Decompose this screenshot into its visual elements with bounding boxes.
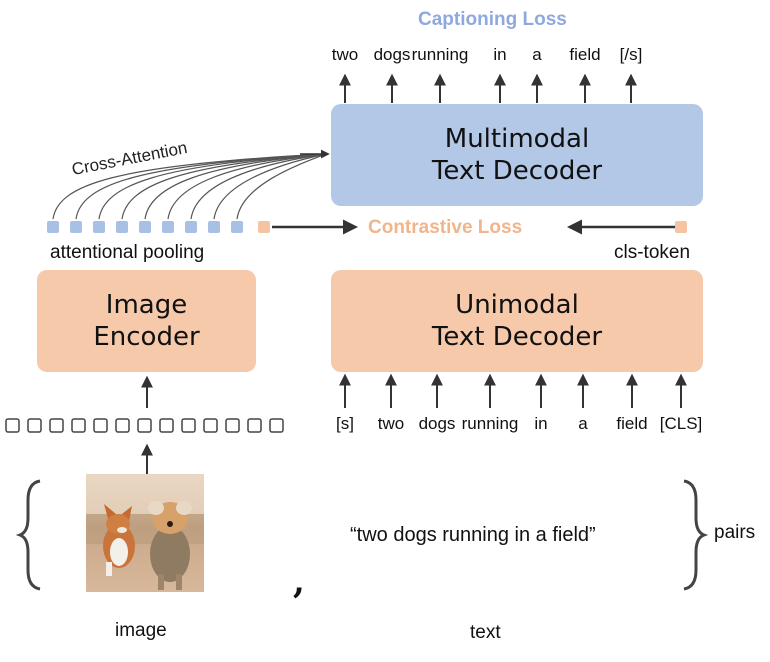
unimodal-decoder-line1: Unimodal — [455, 289, 579, 320]
left-brace — [15, 479, 41, 591]
output-token: field — [569, 45, 601, 64]
pooled-token — [162, 221, 174, 233]
pooled-token — [70, 221, 82, 233]
output-token: a — [532, 45, 542, 64]
output-token: in — [493, 45, 507, 64]
input-token: [CLS] — [659, 414, 703, 433]
right-brace — [683, 479, 709, 591]
image-patch-tokens — [5, 418, 284, 433]
cross-attention-curves — [52, 149, 330, 220]
cross-attention-curve — [190, 153, 327, 220]
output-token: [/s] — [619, 45, 643, 64]
captioning-loss-label: Captioning Loss — [418, 9, 567, 30]
cross-attention-curve — [98, 153, 327, 220]
cross-attention-curve — [144, 153, 327, 220]
image-patch — [93, 418, 108, 433]
input-token: [s] — [336, 414, 354, 433]
contrastive-loss-label: Contrastive Loss — [368, 217, 523, 238]
image-patch — [159, 418, 174, 433]
attentional-pooling-label: attentional pooling — [50, 242, 205, 263]
cls-token-square — [675, 221, 687, 233]
cross-attention-curve — [75, 153, 327, 220]
input-token: field — [616, 414, 648, 433]
pairs-label: pairs — [714, 522, 756, 543]
input-token: in — [534, 414, 548, 433]
output-token: dogs — [373, 45, 411, 64]
image-encoder-line2: Encoder — [93, 322, 200, 352]
input-token: dogs — [418, 414, 456, 433]
input-token: running — [461, 414, 519, 433]
pooled-cls-token — [258, 221, 270, 233]
image-encoder: Image Encoder — [37, 270, 256, 372]
image-patch — [5, 418, 20, 433]
multimodal-decoder-line1: Multimodal — [444, 123, 590, 154]
caption-text: “two dogs running in a field” — [350, 524, 596, 546]
pooled-token — [139, 221, 151, 233]
pooled-token — [47, 221, 59, 233]
cross-attention-curve — [167, 153, 327, 220]
output-token: two — [331, 45, 359, 64]
unimodal-decoder-line2: Text Decoder — [431, 322, 603, 352]
image-encoder-line1: Image — [105, 289, 188, 320]
cross-attention-curve — [236, 153, 327, 220]
image-patch — [137, 418, 152, 433]
cross-attention-curve — [121, 153, 327, 220]
cls-token-label: cls-token — [614, 242, 691, 263]
image-patch — [71, 418, 86, 433]
image-patch — [247, 418, 262, 433]
pooled-token — [231, 221, 243, 233]
input-token: two — [377, 414, 405, 433]
image-patch — [269, 418, 284, 433]
cross-attention-curve — [52, 153, 327, 220]
dogs-illustration — [86, 474, 204, 590]
pooled-token — [93, 221, 105, 233]
image-patch — [49, 418, 64, 433]
unimodal-text-decoder: Unimodal Text Decoder — [331, 270, 703, 372]
pair-separator: , — [293, 562, 305, 602]
attentional-pooling-tokens — [47, 221, 270, 233]
pooled-token — [185, 221, 197, 233]
pooled-token — [208, 221, 220, 233]
token-arrows — [339, 73, 687, 408]
input-token: a — [578, 414, 588, 433]
image-patch — [225, 418, 240, 433]
text-caption: text — [470, 622, 501, 643]
output-token: running — [411, 45, 469, 64]
image-patch — [203, 418, 218, 433]
cross-attention-curve — [213, 153, 327, 220]
image-patch — [27, 418, 42, 433]
multimodal-decoder-line2: Text Decoder — [431, 156, 603, 186]
image-patch — [181, 418, 196, 433]
pooled-token — [116, 221, 128, 233]
image-caption: image — [115, 620, 167, 641]
image-patch — [115, 418, 130, 433]
dogs-photo — [86, 474, 204, 592]
multimodal-text-decoder: Multimodal Text Decoder — [331, 104, 703, 206]
